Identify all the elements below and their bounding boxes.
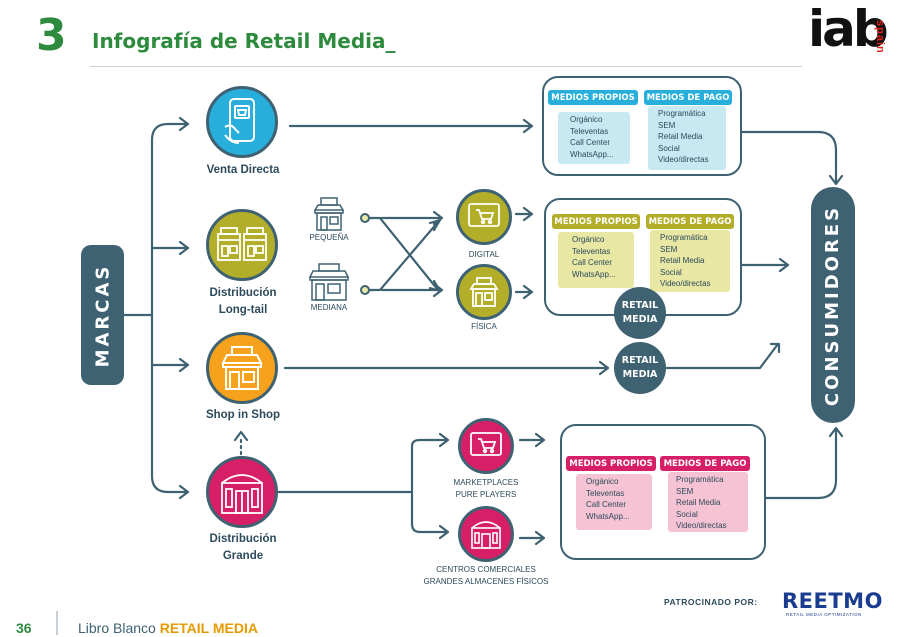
header-divider [90,66,802,67]
consumidores-block: CONSUMIDORES [811,187,855,423]
medium-shop-icon [308,263,350,301]
mediana-label: MEDIANA [310,303,348,312]
smartphone-icon [224,98,255,144]
shop-in-shop-label: Shop in Shop [205,409,281,421]
medios-pago-tag: MEDIOS DE PAGO [644,90,732,105]
shop-pequena: PEQUEÑA [308,196,350,244]
digital-label: DIGITAL [468,250,500,259]
marketplaces-circle [458,418,514,474]
arrow-box1-consumidores [740,130,844,186]
iab-logo: iab [808,0,889,58]
digital-circle [456,189,512,245]
arrow-longtail-box [514,206,534,300]
department-store-icon [471,521,501,549]
longtail-circle [206,209,278,281]
section-number: 3 [36,10,67,61]
node-dot-2 [360,285,370,295]
department-store-icon [221,474,263,514]
book-title: Libro Blanco RETAIL MEDIA [78,620,258,636]
arrow-shopinshop [283,342,781,376]
marcas-trunk [122,116,190,500]
cart-screen-icon [470,432,502,456]
arrow-cross [364,210,444,298]
medios-propios-tag: MEDIOS PROPIOS [548,90,638,105]
arrow-box2-consumidores [740,257,790,273]
centros-circle [458,506,514,562]
fisica-label: FÍSICA [471,322,497,331]
medios-propios-tag: MEDIOS PROPIOS [552,214,640,229]
medios-pago-tag: MEDIOS DE PAGO [646,214,734,229]
pequena-label: PEQUEÑA [309,233,349,242]
arrow-box3-consumidores [764,426,844,500]
fisica-circle [456,264,512,320]
node-dot-1 [360,213,370,223]
arrow-venta-box [288,118,534,134]
reetmo-logo: REETMO [782,589,883,613]
shop-pair-icon [217,227,267,261]
medios-propios-tag: MEDIOS PROPIOS [566,456,656,471]
shop-in-shop-circle [206,332,278,404]
sponsor-label: PATROCINADO POR: [664,597,758,607]
arrow-grande-branch [276,432,450,540]
venta-directa-circle [206,86,278,158]
arrow-grande-box [518,432,546,546]
cart-screen-icon [468,203,500,227]
venta-directa-label: Venta Directa [206,164,280,176]
footer-divider [56,611,58,635]
shop-icon [221,346,263,390]
shop-mediana: MEDIANA [304,262,354,314]
marcas-block: MARCAS [81,245,124,385]
reetmo-logo-tagline: RETAIL MEDIA OPTIMIZATION [786,612,862,617]
page-title: Infografía de Retail Media_ [92,29,396,53]
distribucion-grande-circle [206,456,278,528]
page-number: 36 [16,620,32,636]
medios-pago-tag: MEDIOS DE PAGO [660,456,750,471]
small-shop-icon [313,197,345,231]
shop-icon [469,277,499,307]
